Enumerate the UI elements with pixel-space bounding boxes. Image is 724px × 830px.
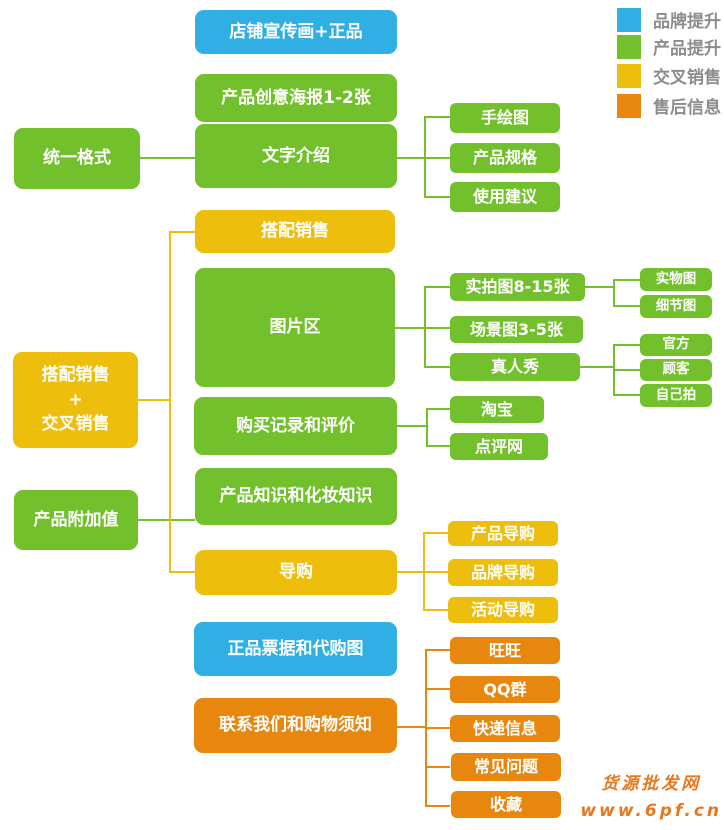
node-text-intro: 文字介绍 <box>195 124 397 188</box>
node-detail-shot: 细节图 <box>640 295 712 318</box>
connector-line <box>613 369 640 371</box>
legend-item-cross-sale: 交叉销售 <box>617 63 721 88</box>
node-official: 官方 <box>640 334 712 356</box>
connector-line <box>395 327 450 329</box>
connector-line <box>425 688 450 690</box>
legend-swatch-blue <box>617 7 641 32</box>
node-creative-poster: 产品创意海报1-2张 <box>195 74 397 122</box>
node-purchase-records-reviews: 购买记录和评价 <box>194 397 397 455</box>
connector-line <box>423 532 425 611</box>
node-faq: 常见问题 <box>451 753 561 781</box>
connector-line <box>397 157 450 159</box>
legend-label: 品牌提升 <box>653 12 721 32</box>
node-product-added-value: 产品附加值 <box>14 490 138 550</box>
node-shopping-guide: 导购 <box>195 550 397 595</box>
legend-swatch-green <box>617 34 641 59</box>
node-activity-guide: 活动导购 <box>448 597 558 623</box>
legend-label: 售后信息 <box>653 98 721 118</box>
legend-label: 产品提升 <box>653 39 721 59</box>
node-bundle-plus-cross-sale: 搭配销售 + 交叉销售 <box>13 352 138 448</box>
node-qq-group: QQ群 <box>450 676 560 703</box>
connector-line <box>424 196 450 198</box>
node-taobao: 淘宝 <box>450 396 544 423</box>
connector-line <box>613 279 640 281</box>
connector-line <box>424 116 450 118</box>
watermark-site-name: 货源批发网 <box>601 774 702 795</box>
node-product-makeup-knowledge: 产品知识和化妆知识 <box>195 468 397 525</box>
connector-line <box>169 231 171 573</box>
connector-line <box>397 425 426 427</box>
watermark: 货源批发网 www.6pf.cn <box>580 771 722 824</box>
connector-line <box>424 286 450 288</box>
connector-line <box>425 727 450 729</box>
legend-item-brand: 品牌提升 <box>617 7 721 32</box>
node-hand-drawn: 手绘图 <box>450 103 560 133</box>
node-bundle-sale: 搭配销售 <box>195 210 395 253</box>
connector-line <box>424 366 450 368</box>
connector-line <box>423 609 450 611</box>
connector-line <box>613 394 640 396</box>
connector-line <box>424 116 426 198</box>
node-usage-advice: 使用建议 <box>450 182 560 212</box>
legend-swatch-orange <box>617 93 641 118</box>
connector-line <box>426 408 428 447</box>
legend-item-after-sale: 售后信息 <box>617 93 721 118</box>
node-favorites: 收藏 <box>451 791 561 818</box>
node-customer: 顾客 <box>640 359 712 381</box>
node-brand-guide: 品牌导购 <box>448 559 558 586</box>
node-shop-banner: 店铺宣传画+正品 <box>195 10 397 54</box>
connector-line <box>425 766 450 768</box>
node-real-shots: 实拍图8-15张 <box>450 273 585 301</box>
connector-line <box>613 344 640 346</box>
connector-line <box>397 726 425 728</box>
node-product-specs: 产品规格 <box>450 143 560 173</box>
node-authentic-receipts: 正品票据和代购图 <box>194 622 397 676</box>
node-self-shot: 自己拍 <box>640 384 712 407</box>
node-express-info: 快递信息 <box>450 715 560 742</box>
connector-line <box>424 286 426 368</box>
node-real-person-show: 真人秀 <box>450 353 580 381</box>
connector-line <box>140 157 195 159</box>
connector-line <box>426 408 450 410</box>
node-unified-format: 统一格式 <box>14 128 140 189</box>
node-product-guide: 产品导购 <box>448 521 558 546</box>
connector-line <box>138 519 195 521</box>
connector-line <box>169 571 195 573</box>
node-scene-shots: 场景图3-5张 <box>450 316 583 343</box>
connector-line <box>585 286 613 288</box>
node-contact-us-notes: 联系我们和购物须知 <box>194 698 397 753</box>
connector-line <box>425 805 450 807</box>
legend-label: 交叉销售 <box>653 68 721 88</box>
connector-line <box>613 305 640 307</box>
node-object-shot: 实物图 <box>640 268 712 291</box>
connector-line <box>580 366 613 368</box>
connector-line <box>425 649 450 651</box>
connector-line <box>426 445 450 447</box>
legend-item-product: 产品提升 <box>617 34 721 59</box>
legend-swatch-yellow <box>617 63 641 88</box>
node-dianping: 点评网 <box>450 433 548 460</box>
connector-line <box>138 399 171 401</box>
connector-line <box>423 532 450 534</box>
connector-line <box>613 279 615 307</box>
node-wangwang: 旺旺 <box>450 637 560 664</box>
node-picture-area: 图片区 <box>195 268 395 387</box>
connector-line <box>169 231 195 233</box>
watermark-url: www.6pf.cn <box>580 800 722 821</box>
